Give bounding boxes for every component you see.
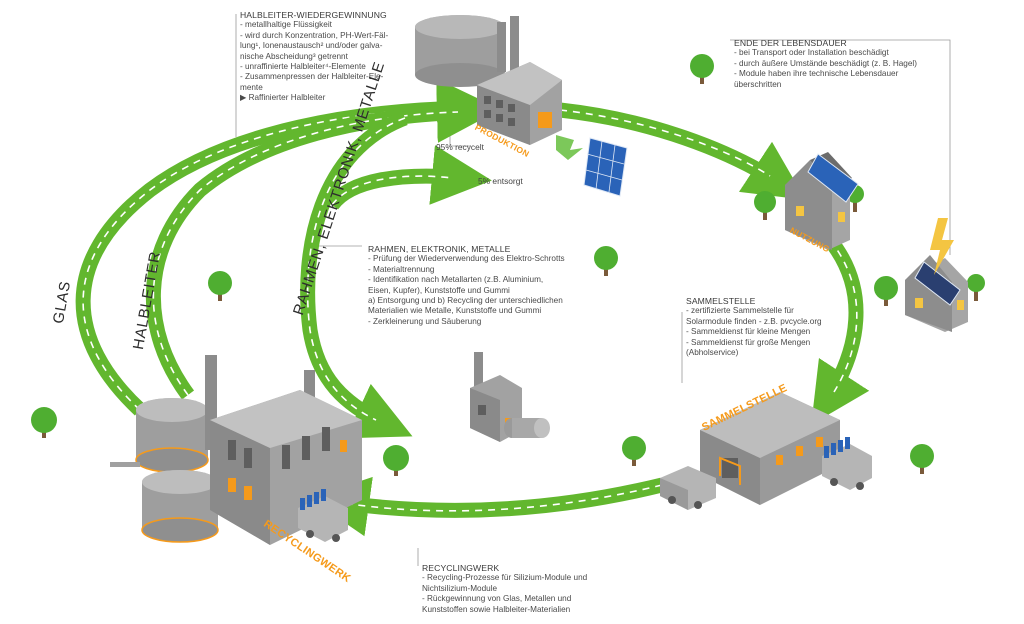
list-item: - unraffinierte Halbleiter⁴-Elemente [240, 62, 366, 72]
box-list: - metallhaltige Flüssigkeit - wird durch… [240, 20, 415, 103]
list-item: - wird durch Konzentration, PH-Wert-Fäl- [240, 30, 389, 40]
lightning-icon [930, 218, 954, 275]
list-item: mente [240, 82, 263, 92]
house-damaged [905, 218, 968, 332]
house-nutzung [785, 152, 859, 250]
list-item: - Module haben ihre technische Lebensdau… [734, 69, 899, 79]
list-item: nische Abscheidung³ getrennt [240, 51, 348, 61]
box-title: RECYCLINGWERK [422, 563, 500, 573]
arrow-use-to-collection [811, 235, 870, 425]
tree-icon [754, 191, 776, 220]
list-item: ▶ Raffinierter Halbleiter [240, 93, 326, 103]
production-building [415, 15, 562, 145]
tree-icon [910, 444, 934, 474]
list-item: - Recycling-Prozesse für Silizium-Module… [422, 573, 588, 583]
collection-building [660, 392, 872, 510]
label-recycelt: 95% recycelt [436, 142, 484, 152]
box-recyclingwerk: RECYCLINGWERK - Recycling-Prozesse für S… [422, 563, 622, 615]
tree-icon [208, 271, 232, 301]
flow-arrows [75, 78, 870, 537]
tree-icon [594, 246, 618, 276]
box-title: HALBLEITER-WIEDERGEWINNUNG [240, 10, 387, 20]
solar-panel-icon [556, 135, 628, 197]
box-list: - Prüfung der Wiederverwendung des Elekt… [368, 254, 588, 327]
label-entsorgt: 5% entsorgt [478, 176, 523, 186]
box-title: SAMMELSTELLE [686, 296, 756, 306]
list-item: - Materialtrennung [368, 264, 435, 274]
list-item: - Zerkleinerung und Säuberung [368, 316, 482, 326]
box-list: - zertifizierte Sammelstelle für Solarmo… [686, 306, 846, 358]
list-item: Kunststoffen sowie Halbleiter-Materialie… [422, 604, 571, 614]
tree-icon [967, 274, 985, 301]
box-list: - bei Transport oder Installation beschä… [734, 48, 944, 90]
tree-icon [690, 54, 714, 84]
list-item: - metallhaltige Flüssigkeit [240, 20, 332, 30]
tree-icon [874, 276, 898, 306]
box-ende-der-lebensdauer: ENDE DER LEBENSDAUER - bei Transport ode… [734, 38, 944, 90]
list-item: - Identifikation nach Metallarten (z.B. … [368, 275, 544, 285]
list-item: Eisen, Kupfer), Kunststoffe und Gummi [368, 285, 510, 295]
list-item: Materialien wie Metalle, Kunststoffe und… [368, 306, 542, 316]
list-item: - bei Transport oder Installation beschä… [734, 48, 889, 58]
list-item: - Prüfung der Wiederverwendung des Elekt… [368, 254, 565, 264]
box-halbleiter-wiedergewinnung: HALBLEITER-WIEDERGEWINNUNG - metallhalti… [240, 10, 415, 104]
list-item: Nichtsilizium-Module [422, 583, 498, 593]
box-title: ENDE DER LEBENSDAUER [734, 38, 847, 48]
list-item: (Abholservice) [686, 348, 739, 358]
list-item: - Sammeldienst für kleine Mengen [686, 327, 811, 337]
list-item: lung¹, Ionenaustausch² und/oder galva- [240, 41, 383, 51]
list-item: - durch äußere Umstände beschädigt (z. B… [734, 58, 917, 68]
list-item: - zertifizierte Sammelstelle für [686, 306, 794, 316]
list-item: Solarmodule finden - z.B. pvcycle.org [686, 316, 822, 326]
tree-icon [31, 407, 57, 438]
list-item: überschritten [734, 79, 782, 89]
list-item: a) Entsorgung und b) Recycling der unter… [368, 296, 563, 306]
box-sammelstelle: SAMMELSTELLE - zertifizierte Sammelstell… [686, 296, 846, 358]
list-item: - Zusammenpressen der Halbleiter-Ele- [240, 72, 384, 82]
tree-icon [383, 445, 409, 476]
recycling-plant [110, 355, 362, 545]
box-rahmen-elektronik-metalle: RAHMEN, ELEKTRONIK, METALLE - Prüfung de… [368, 244, 588, 327]
arrow-entsorgt [325, 145, 492, 210]
truck-icon [298, 489, 348, 542]
truck-icon [660, 466, 716, 510]
list-item: - Rückgewinnung von Glas, Metallen und [422, 594, 572, 604]
arrow-collection-to-recycling [309, 476, 664, 537]
tree-icon [622, 436, 646, 466]
list-item: - Sammeldienst für große Mengen [686, 337, 811, 347]
small-factory [470, 352, 550, 442]
truck-icon [822, 437, 872, 490]
box-list: - Recycling-Prozesse für Silizium-Module… [422, 573, 622, 615]
box-title: RAHMEN, ELEKTRONIK, METALLE [368, 244, 511, 254]
arrow-production-to-use [559, 102, 806, 200]
